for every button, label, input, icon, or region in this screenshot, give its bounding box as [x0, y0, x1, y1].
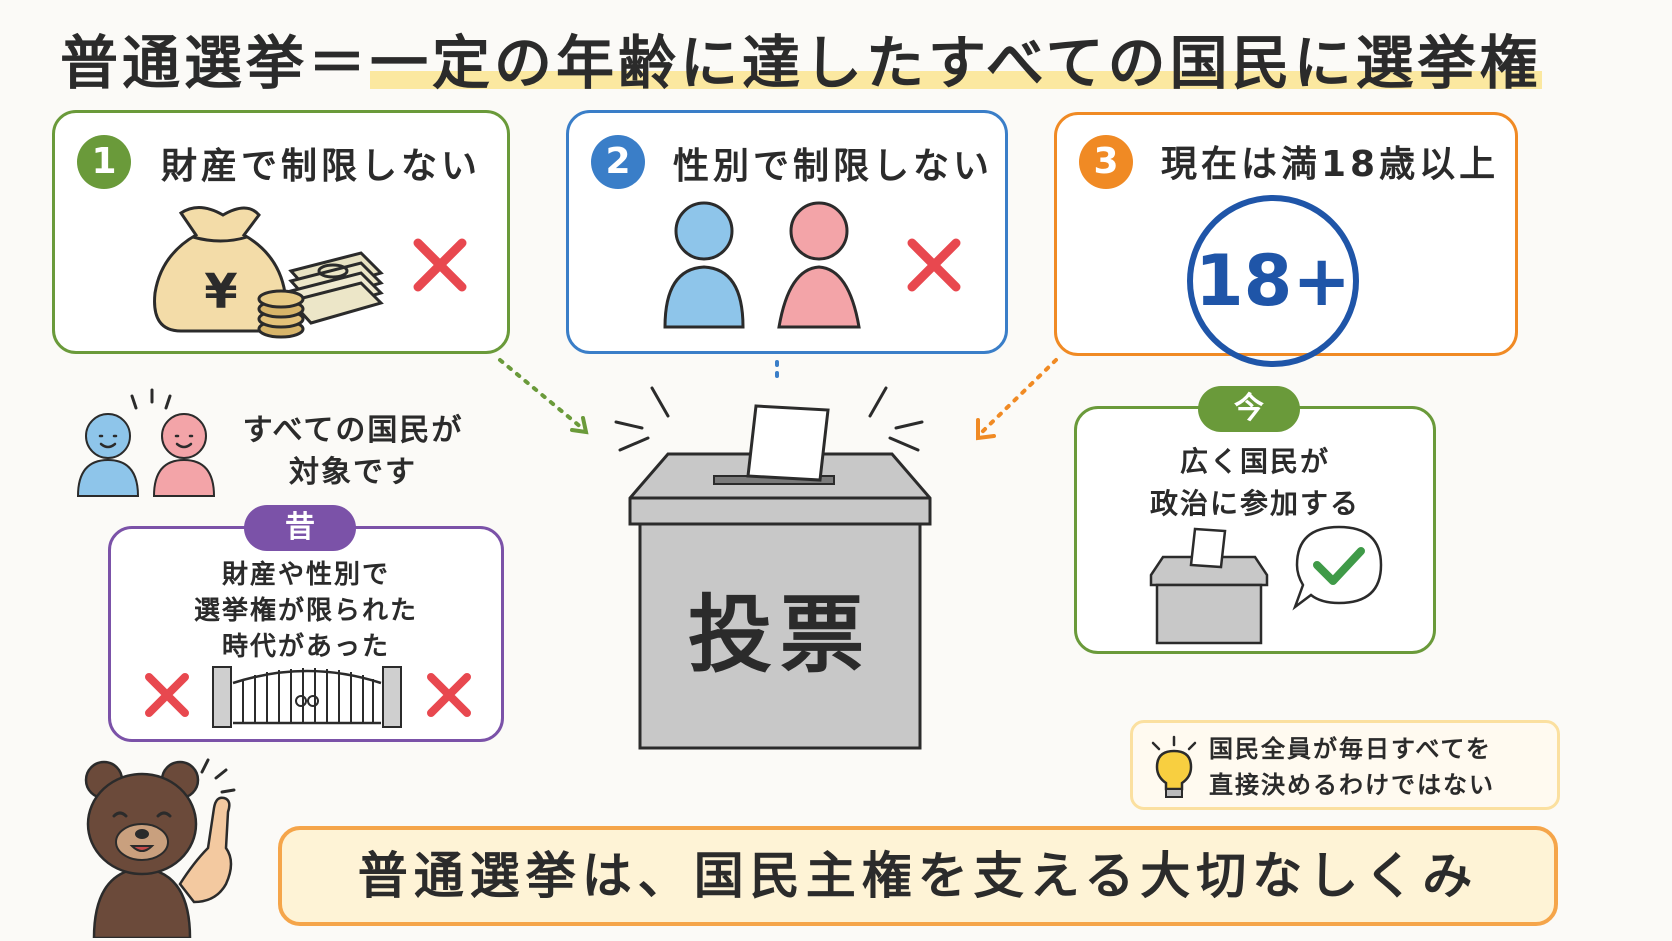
- cross-icon: [145, 673, 189, 717]
- yen-symbol: ¥: [204, 264, 237, 320]
- card-age: 3 現在は満18歳以上 18+: [1054, 112, 1518, 367]
- everyone-line: 対象です: [289, 455, 417, 490]
- card-number: 2: [591, 135, 645, 189]
- card-gender: 2 性別で制限しない: [566, 110, 1008, 354]
- now-line: 広く国民が: [1179, 445, 1330, 478]
- check-bubble-icon: [1292, 525, 1383, 611]
- now-card: 広く国民が 政治に参加する: [1074, 406, 1436, 654]
- note-box: 国民全員が毎日すべてを 直接決めるわけではない: [1130, 720, 1560, 810]
- past-tag: 昔: [244, 505, 356, 551]
- now-text: 広く国民が 政治に参加する: [1077, 441, 1433, 525]
- people-icon: [76, 388, 216, 497]
- ballot-box-icon: [614, 386, 932, 750]
- ballot-box-label: 投票: [687, 586, 872, 684]
- past-card: 財産や性別で 選挙権が限られた 時代があった: [108, 526, 504, 742]
- past-text: 財産や性別で 選挙権が限られた 時代があった: [111, 557, 501, 665]
- card-label: 性別で制限しない: [673, 146, 994, 187]
- past-line: 時代があった: [221, 632, 390, 662]
- card-property: 1 財産で制限しない ¥: [52, 110, 510, 354]
- note-line: 国民全員が毎日すべてを: [1209, 735, 1492, 763]
- gate-icon: [212, 666, 402, 728]
- now-line: 政治に参加する: [1149, 487, 1360, 520]
- small-ballot-box-icon: [1149, 527, 1269, 645]
- bottom-banner-text: 普通選挙は、国民主権を支える大切なしくみ: [357, 847, 1479, 905]
- now-tag: 今: [1198, 386, 1300, 432]
- page-title: 普通選挙＝一定の年齢に達したすべての国民に選挙権: [60, 18, 1620, 108]
- cross-icon: [427, 673, 471, 717]
- card-number: 3: [1079, 135, 1133, 189]
- past-line: 財産や性別で: [221, 560, 390, 590]
- past-line: 選挙権が限られた: [193, 596, 418, 626]
- everyone-line: すべての国民が: [242, 413, 464, 448]
- connector-arrows: [498, 358, 779, 435]
- card-label: 財産で制限しない: [161, 146, 482, 187]
- cross-icon: [907, 238, 961, 292]
- connector-arrow-orange: [976, 358, 1058, 441]
- everyone-text: すべての国民が 対象です: [228, 410, 478, 494]
- bottom-banner: 普通選挙は、国民主権を支える大切なしくみ: [278, 826, 1558, 926]
- title-highlight: 一定の年齢に達したすべての国民に選挙権: [370, 29, 1542, 97]
- card-label: 現在は満18歳以上: [1161, 144, 1500, 185]
- bear-mascot-icon: [84, 758, 236, 938]
- age-badge-circle: 18+: [1187, 195, 1359, 367]
- money-bag-icon: ¥: [153, 206, 384, 339]
- card-number: 1: [77, 135, 131, 189]
- age-badge-text: 18+: [1194, 240, 1352, 322]
- note-text: 国民全員が毎日すべてを 直接決めるわけではない: [1209, 731, 1495, 803]
- lightbulb-icon: [1151, 735, 1197, 798]
- note-line: 直接決めるわけではない: [1209, 771, 1495, 799]
- man-woman-icon: [663, 201, 861, 329]
- cross-icon: [413, 238, 467, 292]
- title-main: 普通選挙＝: [60, 29, 371, 97]
